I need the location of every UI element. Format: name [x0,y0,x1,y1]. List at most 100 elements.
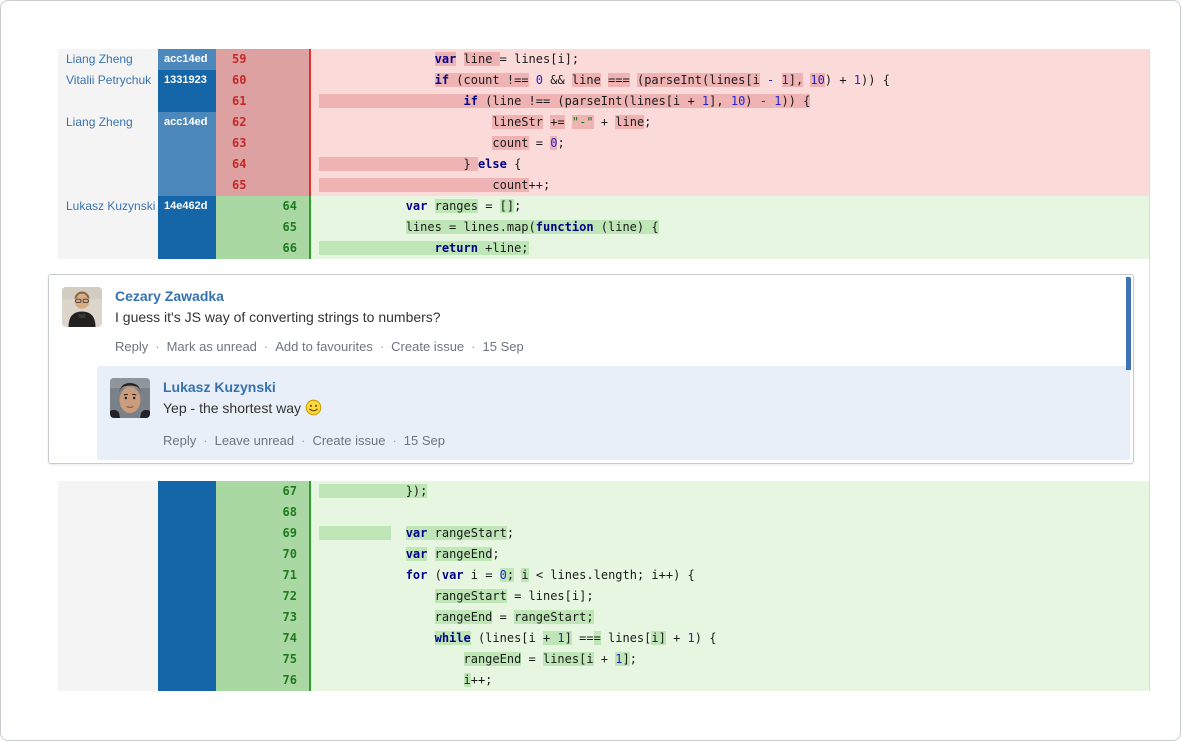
line-number-gutter[interactable]: 60 [216,70,311,91]
code-line: count = 0; [311,133,1149,154]
line-number-gutter[interactable]: 76 [216,670,311,691]
line-number-new[interactable]: 75 [282,652,297,666]
diff-row: 61 if (line !== (parseInt(lines[i + 1], … [58,91,1149,112]
line-number-gutter[interactable]: 66 [216,238,311,259]
line-number-gutter[interactable]: 71 [216,565,311,586]
author-cell [58,91,158,112]
line-number-gutter[interactable]: 68 [216,502,311,523]
action-mark-as-unread[interactable]: Mark as unread [166,339,257,354]
action-reply[interactable]: Reply [163,433,197,448]
code-line: var ranges = []; [311,196,1149,217]
action-create-issue[interactable]: Create issue [312,433,386,448]
action-add-to-favourites[interactable]: Add to favourites [275,339,373,354]
author-cell[interactable]: Liang Zheng [58,49,158,70]
comment-date[interactable]: 15 Sep [482,339,524,354]
line-number-gutter[interactable]: 74 [216,628,311,649]
commit-hash-cell[interactable]: 14e462d [158,196,216,217]
line-number-new[interactable]: 68 [282,505,297,519]
author-cell[interactable]: Vitalii Petrychuk [58,70,158,91]
diff-row: 64 } else { [58,154,1149,175]
code-line: rangeEnd = lines[i + 1]; [311,649,1149,670]
commit-hash-cell [158,628,216,649]
code-line: var rangeEnd; [311,544,1149,565]
commit-hash-cell[interactable]: 1331923 [158,70,216,91]
separator-dot: · [155,339,160,354]
comment-body: Lukasz Kuzynski Yep - the shortest way R… [163,378,445,448]
line-number-old[interactable]: 62 [232,115,247,129]
author-cell [58,607,158,628]
separator-dot: · [471,339,476,354]
line-number-gutter[interactable]: 64 [216,196,311,217]
action-create-issue[interactable]: Create issue [391,339,465,354]
commit-hash-cell [158,586,216,607]
line-number-new[interactable]: 73 [282,610,297,624]
line-number-old[interactable]: 61 [232,94,247,108]
line-number-gutter[interactable]: 63 [216,133,311,154]
line-number-gutter[interactable]: 59 [216,49,311,70]
line-number-old[interactable]: 65 [232,178,247,192]
line-number-new[interactable]: 76 [282,673,297,687]
author-cell [58,502,158,523]
commit-hash-cell[interactable]: acc14ed [158,112,216,133]
line-number-gutter[interactable]: 72 [216,586,311,607]
line-number-new[interactable]: 72 [282,589,297,603]
line-number-gutter[interactable]: 64 [216,154,311,175]
commit-hash-cell [158,565,216,586]
code-line: rangeEnd = rangeStart; [311,607,1149,628]
author-cell [58,649,158,670]
line-number-new[interactable]: 69 [282,526,297,540]
line-number-new[interactable]: 71 [282,568,297,582]
code-line: if (line !== (parseInt(lines[i + 1], 10)… [311,91,1149,112]
commit-hash-cell [158,154,216,175]
line-number-new[interactable]: 66 [282,241,297,255]
comment: Cezary Zawadka I guess it's JS way of co… [49,275,1133,366]
author-cell [58,628,158,649]
line-number-gutter[interactable]: 65 [216,217,311,238]
code-line: i++; [311,670,1149,691]
comment-author-name[interactable]: Cezary Zawadka [115,288,224,304]
line-number-gutter[interactable]: 75 [216,649,311,670]
diff-row: 71 for (var i = 0; i < lines.length; i++… [58,565,1149,586]
line-number-gutter[interactable]: 70 [216,544,311,565]
line-number-new[interactable]: 70 [282,547,297,561]
commit-hash-cell [158,481,216,502]
diff-row: 73 rangeEnd = rangeStart; [58,607,1149,628]
line-number-gutter[interactable]: 62 [216,112,311,133]
line-number-new[interactable]: 65 [282,220,297,234]
line-number-new[interactable]: 74 [282,631,297,645]
line-number-gutter[interactable]: 67 [216,481,311,502]
line-number-gutter[interactable]: 65 [216,175,311,196]
line-number-old[interactable]: 64 [232,157,247,171]
comment-text: Yep - the shortest way [163,398,445,421]
separator-dot: · [301,433,306,448]
action-reply[interactable]: Reply [115,339,149,354]
nested-comment-container: Lukasz Kuzynski Yep - the shortest way R… [97,366,1130,460]
author-cell [58,238,158,259]
line-number-old[interactable]: 59 [232,52,247,66]
diff-row: 63 count = 0; [58,133,1149,154]
separator-dot: · [203,433,208,448]
line-number-gutter[interactable]: 69 [216,523,311,544]
action-leave-unread[interactable]: Leave unread [214,433,295,448]
code-line: count++; [311,175,1149,196]
author-cell[interactable]: Liang Zheng [58,112,158,133]
commit-hash-cell [158,238,216,259]
author-cell[interactable]: Lukasz Kuzynski [58,196,158,217]
line-number-new[interactable]: 67 [282,484,297,498]
unread-indicator-bar [1126,277,1131,370]
author-cell [58,175,158,196]
line-number-old[interactable]: 63 [232,136,247,150]
line-number-old[interactable]: 60 [232,73,247,87]
line-number-gutter[interactable]: 61 [216,91,311,112]
line-number-gutter[interactable]: 73 [216,607,311,628]
line-number-new[interactable]: 64 [282,199,297,213]
commit-hash-cell[interactable]: acc14ed [158,49,216,70]
comment-actions: Reply·Leave unread·Create issue·15 Sep [163,433,445,448]
comment-author-name[interactable]: Lukasz Kuzynski [163,379,276,395]
diff-row: 72 rangeStart = lines[i]; [58,586,1149,607]
comment-date[interactable]: 15 Sep [403,433,445,448]
